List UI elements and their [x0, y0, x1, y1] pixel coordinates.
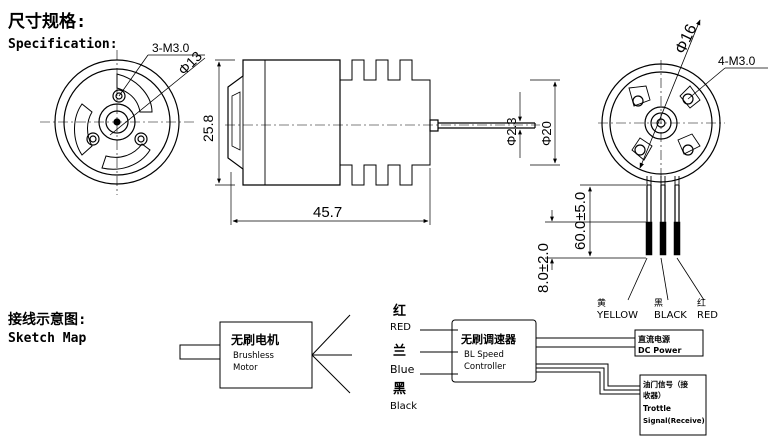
- rear-pcd-label: Φ16: [672, 22, 700, 57]
- throttle-en-1: Trottle: [643, 404, 671, 413]
- rear-view: [545, 19, 768, 301]
- wire3-en: Black: [390, 401, 417, 412]
- wire-yellow-cn: 黄: [597, 297, 606, 309]
- wire3-cn: 黑: [393, 382, 406, 397]
- spec-title-en: Specification:: [8, 37, 118, 52]
- esc-label-en-1: BL Speed: [464, 350, 504, 360]
- wire2-en: Blue: [390, 363, 415, 376]
- esc-label-en-2: Controller: [464, 362, 506, 372]
- dc-power-cn: 直流电源: [638, 334, 670, 344]
- motor-label-en-1: Brushless: [233, 351, 275, 361]
- front-view: [40, 50, 206, 195]
- wire2-cn: 兰: [393, 343, 406, 359]
- lead-tol-60: 60.0±5.0: [572, 192, 589, 250]
- length-dim: 45.7: [313, 204, 342, 221]
- throttle-en-2: Signal(Receive): [643, 417, 705, 425]
- front-holes-label: 3-M3.0: [152, 41, 190, 55]
- dc-power-en: DC Power: [638, 346, 681, 355]
- motor-label-en-2: Motor: [233, 363, 258, 373]
- height-dim: 25.8: [200, 115, 216, 142]
- side-view: [215, 59, 560, 225]
- shaft-dia-dim: Φ2.3: [504, 118, 519, 146]
- sketch-title-cn: 接线示意图:: [8, 311, 86, 328]
- wire-red-en: RED: [697, 310, 718, 321]
- wire1-cn: 红: [393, 303, 406, 319]
- wire-red-cn: 红: [697, 297, 706, 309]
- sketch-title-en: Sketch Map: [8, 331, 86, 346]
- spec-title-cn: 尺寸规格:: [8, 11, 86, 32]
- esc-label-cn: 无刷调速器: [460, 332, 517, 346]
- wiring-sketch: [179, 314, 707, 436]
- rear-holes-label: 4-M3.0: [718, 54, 756, 68]
- motor-label-cn: 无刷电机: [230, 332, 279, 347]
- body-dia-dim: Φ20: [539, 121, 554, 146]
- throttle-cn-1: 油门信号（接: [643, 379, 688, 389]
- lead-tol-8: 8.0±2.0: [535, 243, 552, 293]
- throttle-cn-2: 收器）: [643, 390, 666, 400]
- wire-black-cn: 黑: [654, 298, 663, 309]
- wire-black-en: BLACK: [654, 310, 687, 321]
- wire-yellow-en: YELLOW: [596, 310, 638, 321]
- wire1-en: RED: [390, 322, 411, 333]
